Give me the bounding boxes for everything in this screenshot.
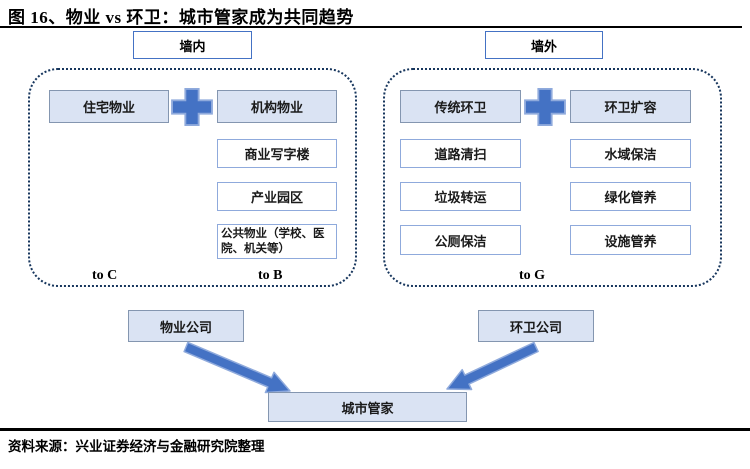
road-sweeping-box: 道路清扫 (400, 139, 521, 168)
road-sweeping-label: 道路清扫 (434, 147, 487, 162)
greening-maintenance-box: 绿化管养 (570, 182, 691, 211)
residential-property-label: 住宅物业 (82, 100, 135, 115)
source-note: 资料来源：兴业证券经济与金融研究院整理 (8, 439, 265, 454)
property-company-box: 物业公司 (128, 310, 244, 342)
plus-icon (170, 88, 214, 126)
merge-arrow-left (183, 341, 291, 394)
industrial-park-label: 产业园区 (250, 190, 303, 205)
wall-outside-label: 墙外 (530, 38, 557, 54)
footer-divider (0, 428, 750, 431)
facility-maintenance-label: 设施管养 (604, 233, 657, 249)
sanitation-company-label: 环卫公司 (509, 319, 562, 335)
traditional-sanitation-box: 传统环卫 (400, 90, 521, 123)
city-steward-box: 城市管家 (268, 392, 467, 422)
institutional-property-box: 机构物业 (217, 90, 337, 123)
sanitation-company-box: 环卫公司 (478, 310, 594, 342)
wall-inside-label: 墙内 (179, 38, 206, 54)
property-company-label: 物业公司 (159, 319, 212, 335)
facility-maintenance-box: 设施管养 (570, 225, 691, 255)
to-b-label: to B (258, 268, 283, 283)
industrial-park-box: 产业园区 (217, 182, 337, 211)
plus-icon (523, 88, 567, 126)
city-steward-label: 城市管家 (341, 400, 394, 416)
public-property-box: 公共物业（学校、医院、机关等） (217, 224, 337, 259)
wall-inside-box: 墙内 (133, 31, 252, 59)
water-cleaning-label: 水域保洁 (604, 147, 657, 162)
waste-transfer-label: 垃圾转运 (434, 190, 487, 205)
commercial-office-label: 商业写字楼 (244, 147, 310, 162)
merge-arrow-right (446, 341, 539, 391)
wall-outside-box: 墙外 (485, 31, 603, 59)
figure-title: 图 16、物业 vs 环卫：城市管家成为共同趋势 (8, 8, 354, 27)
institutional-property-label: 机构物业 (250, 100, 303, 115)
water-cleaning-box: 水域保洁 (570, 139, 691, 168)
sanitation-expansion-box: 环卫扩容 (570, 90, 691, 123)
public-toilet-label: 公厕保洁 (434, 233, 487, 249)
to-g-label: to G (519, 268, 546, 283)
commercial-office-box: 商业写字楼 (217, 139, 337, 168)
sanitation-expansion-label: 环卫扩容 (604, 100, 657, 115)
residential-property-box: 住宅物业 (49, 90, 169, 123)
title-divider (0, 26, 742, 28)
greening-maintenance-label: 绿化管养 (604, 190, 657, 205)
public-toilet-box: 公厕保洁 (400, 225, 521, 255)
public-property-label: 公共物业（学校、医院、机关等） (221, 227, 325, 255)
waste-transfer-box: 垃圾转运 (400, 182, 521, 211)
to-c-label: to C (92, 268, 118, 283)
traditional-sanitation-label: 传统环卫 (434, 100, 487, 115)
